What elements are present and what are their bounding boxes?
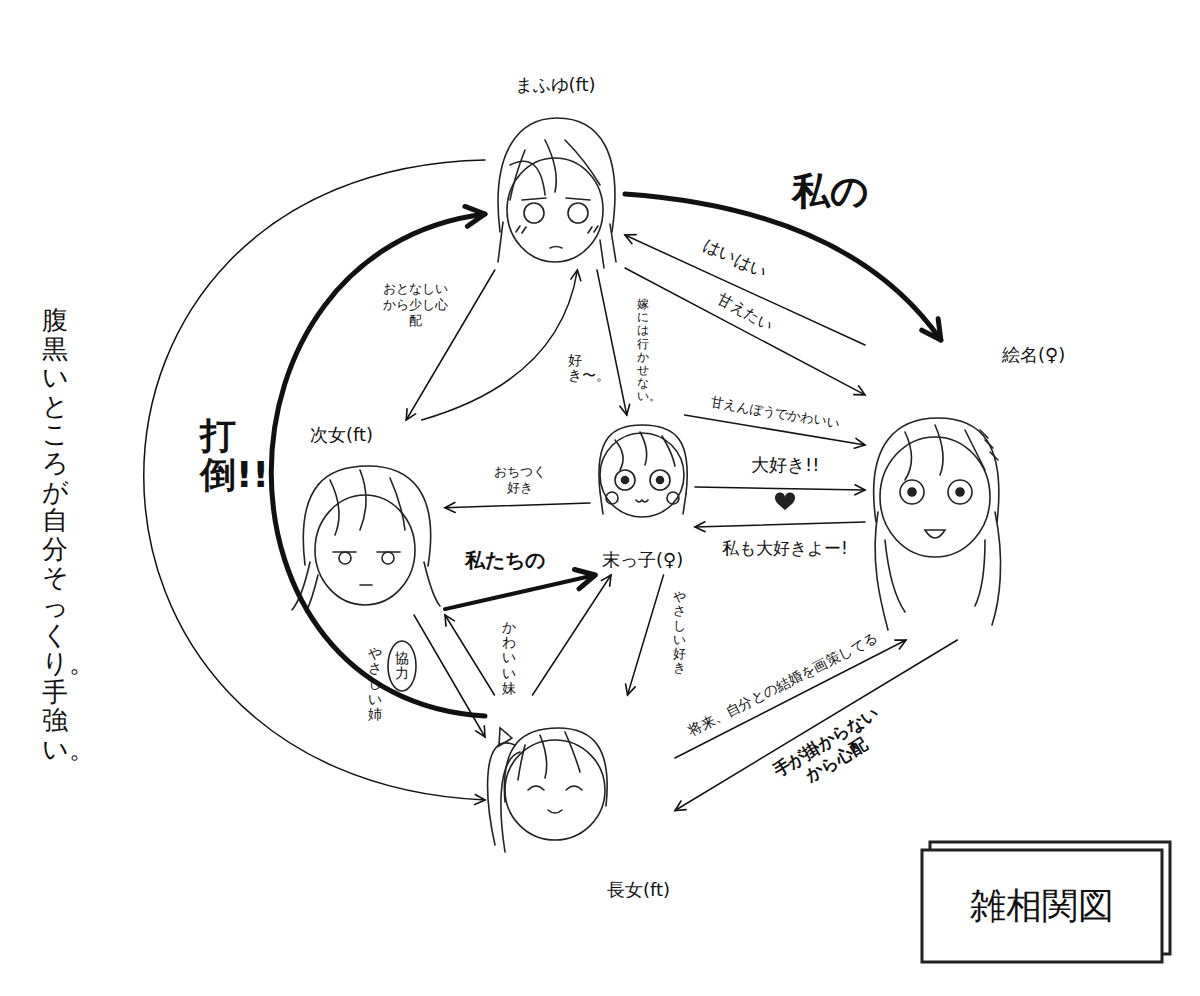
relation-label: 私の <box>792 168 869 216</box>
youngest-face <box>599 425 687 517</box>
relation-arrow <box>271 214 485 716</box>
relation-label: 手が掛からないから心配 <box>766 700 895 801</box>
relation-label: おちつく好き <box>490 464 550 497</box>
relation-arrow <box>533 575 612 695</box>
relation-label: 大好き!! <box>751 454 819 477</box>
character-node: 長女(ft) <box>485 695 675 905</box>
relation-arrow <box>414 615 485 737</box>
relation-arrow <box>695 487 865 490</box>
relation-arrow <box>695 522 865 527</box>
ena-face <box>874 418 1001 630</box>
relation-arrow <box>597 270 627 415</box>
relation-label: かわいい妹 <box>502 620 516 697</box>
character-name: まふゆ(ft) <box>515 74 596 96</box>
second-daughter-face <box>292 466 440 612</box>
character-node: 末っ子(♀) <box>590 415 695 575</box>
relation-label: はいはい <box>700 234 771 282</box>
character-name: 末っ子(♀) <box>602 549 683 571</box>
character-node: 次女(ft) <box>290 420 445 615</box>
relation-arrow <box>625 235 865 345</box>
character-node: まふゆ(ft) <box>485 70 625 270</box>
relation-arrow <box>625 194 941 340</box>
mafuyu-face <box>498 118 616 268</box>
relation-arrow <box>144 160 485 800</box>
relation-label: 打倒!! <box>200 416 236 495</box>
relation-arrow <box>445 575 595 609</box>
relation-label: やさしい好き <box>673 590 686 676</box>
eldest-face <box>488 728 608 852</box>
character-name: 次女(ft) <box>310 424 373 446</box>
character-name: 絵名(♀) <box>1002 344 1065 366</box>
heart-symbol <box>775 492 795 510</box>
note-label: 協力 <box>395 651 409 682</box>
relation-label: やさしい姉 <box>368 646 382 723</box>
character-node: 絵名(♀) <box>865 340 1070 640</box>
relation-label: 腹黒いところが自分そっくり。手強い。 <box>42 306 68 764</box>
relation-label: おとなしいから少し心配 <box>380 281 450 330</box>
relation-label: 好き〜。 <box>568 353 582 384</box>
title-frame-front <box>922 850 1162 962</box>
relation-arrow <box>445 503 590 508</box>
relation-arrow <box>628 575 664 695</box>
relation-arrow <box>445 615 495 695</box>
diagram-title: 雑相関図 <box>922 850 1162 962</box>
relation-label: 嫁には行かせない。 <box>637 298 649 404</box>
relation-label: 甘えたい <box>714 290 776 335</box>
character-name: 長女(ft) <box>607 879 670 901</box>
relation-arrow <box>625 268 865 395</box>
relation-label: 甘えんぼうでかわいい <box>710 394 841 431</box>
relation-label: 私たちの <box>465 548 545 573</box>
relation-label: 私も大好きよー! <box>722 538 848 559</box>
cooperation-circle <box>388 641 416 691</box>
